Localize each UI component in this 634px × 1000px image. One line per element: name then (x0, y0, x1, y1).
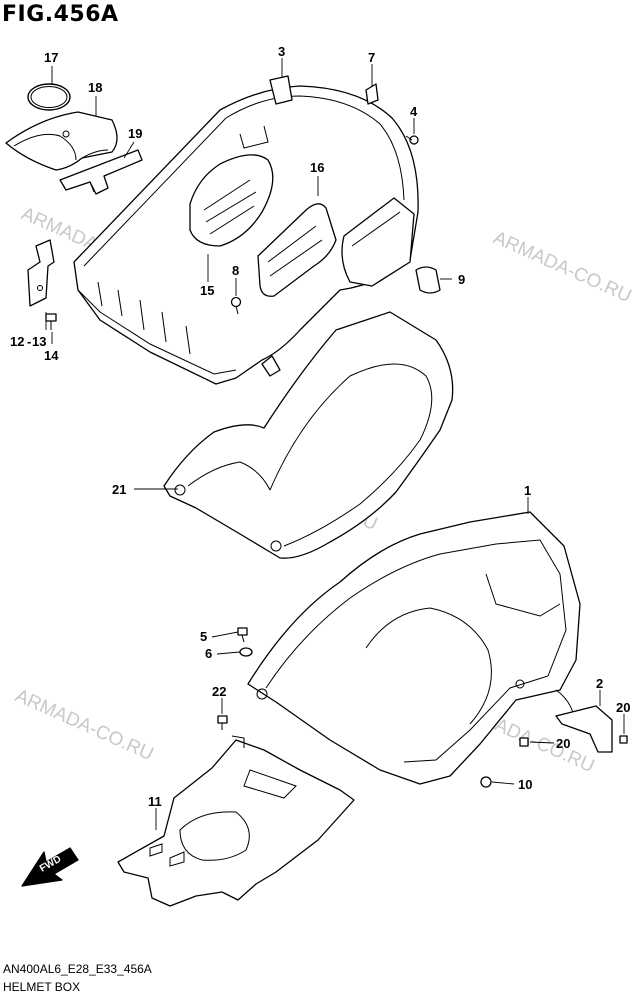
callout-18: 18 (88, 80, 102, 95)
figure-code: AN400AL6_E28_E33_456A (3, 962, 152, 976)
fwd-arrow-icon: FWD (21, 847, 79, 887)
callout-10: 10 (518, 777, 532, 792)
part-20-nut-b (619, 735, 628, 744)
callout-22: 22 (212, 684, 226, 699)
part-1-main-box (247, 511, 581, 785)
callout-21: 21 (112, 482, 126, 497)
part-22-screw (217, 715, 228, 730)
part-6-washer (239, 647, 253, 657)
part-10-nut (480, 776, 492, 788)
callout-6: 6 (205, 646, 212, 661)
part-5-bolt (237, 627, 248, 643)
part-2-cover (555, 705, 613, 753)
part-12-bracket (27, 239, 55, 307)
callout-labels: 1 2 3 4 5 6 7 8 9 10 11 12 13 14 15 16 1… (10, 44, 630, 809)
callout-7: 7 (368, 50, 375, 65)
callout-13: 13 (32, 334, 46, 349)
callout-20a: 20 (556, 736, 570, 751)
leader-lines (45, 58, 625, 830)
part-19-strap (59, 149, 143, 195)
callout-14: 14 (44, 348, 59, 363)
callout-17: 17 (44, 50, 58, 65)
callout-12: 12 (10, 334, 24, 349)
part-21-liner (163, 311, 454, 559)
callout-2: 2 (596, 676, 603, 691)
figure-name: HELMET BOX (3, 980, 81, 994)
callout-15: 15 (200, 283, 214, 298)
callout-20b: 20 (616, 700, 630, 715)
callout-16: 16 (310, 160, 324, 175)
part-20-nut-a (519, 737, 529, 747)
part-3-helmet-box-body (73, 75, 419, 385)
watermark-2: ARMADA-CO.RU (490, 227, 634, 307)
callout-19: 19 (128, 126, 142, 141)
part-18-pad (5, 111, 118, 171)
callout-separator: - (27, 334, 31, 349)
callout-1: 1 (524, 483, 531, 498)
watermark-4: ARMADA-CO.RU (12, 685, 157, 765)
callout-11: 11 (148, 794, 162, 809)
part-9-clip (415, 266, 441, 294)
part-8-bolt (230, 296, 242, 315)
callout-9: 9 (458, 272, 465, 287)
callout-5: 5 (200, 629, 207, 644)
part-11-under-cover (117, 735, 355, 907)
part-14-screw (45, 313, 57, 330)
part-17-ring (27, 83, 71, 111)
callout-3: 3 (278, 44, 285, 59)
part-7-clip (365, 83, 379, 105)
figure-title: FIG.456A (2, 2, 119, 27)
part-4-bolt (405, 135, 419, 145)
callout-8: 8 (232, 263, 239, 278)
callout-4: 4 (410, 104, 418, 119)
